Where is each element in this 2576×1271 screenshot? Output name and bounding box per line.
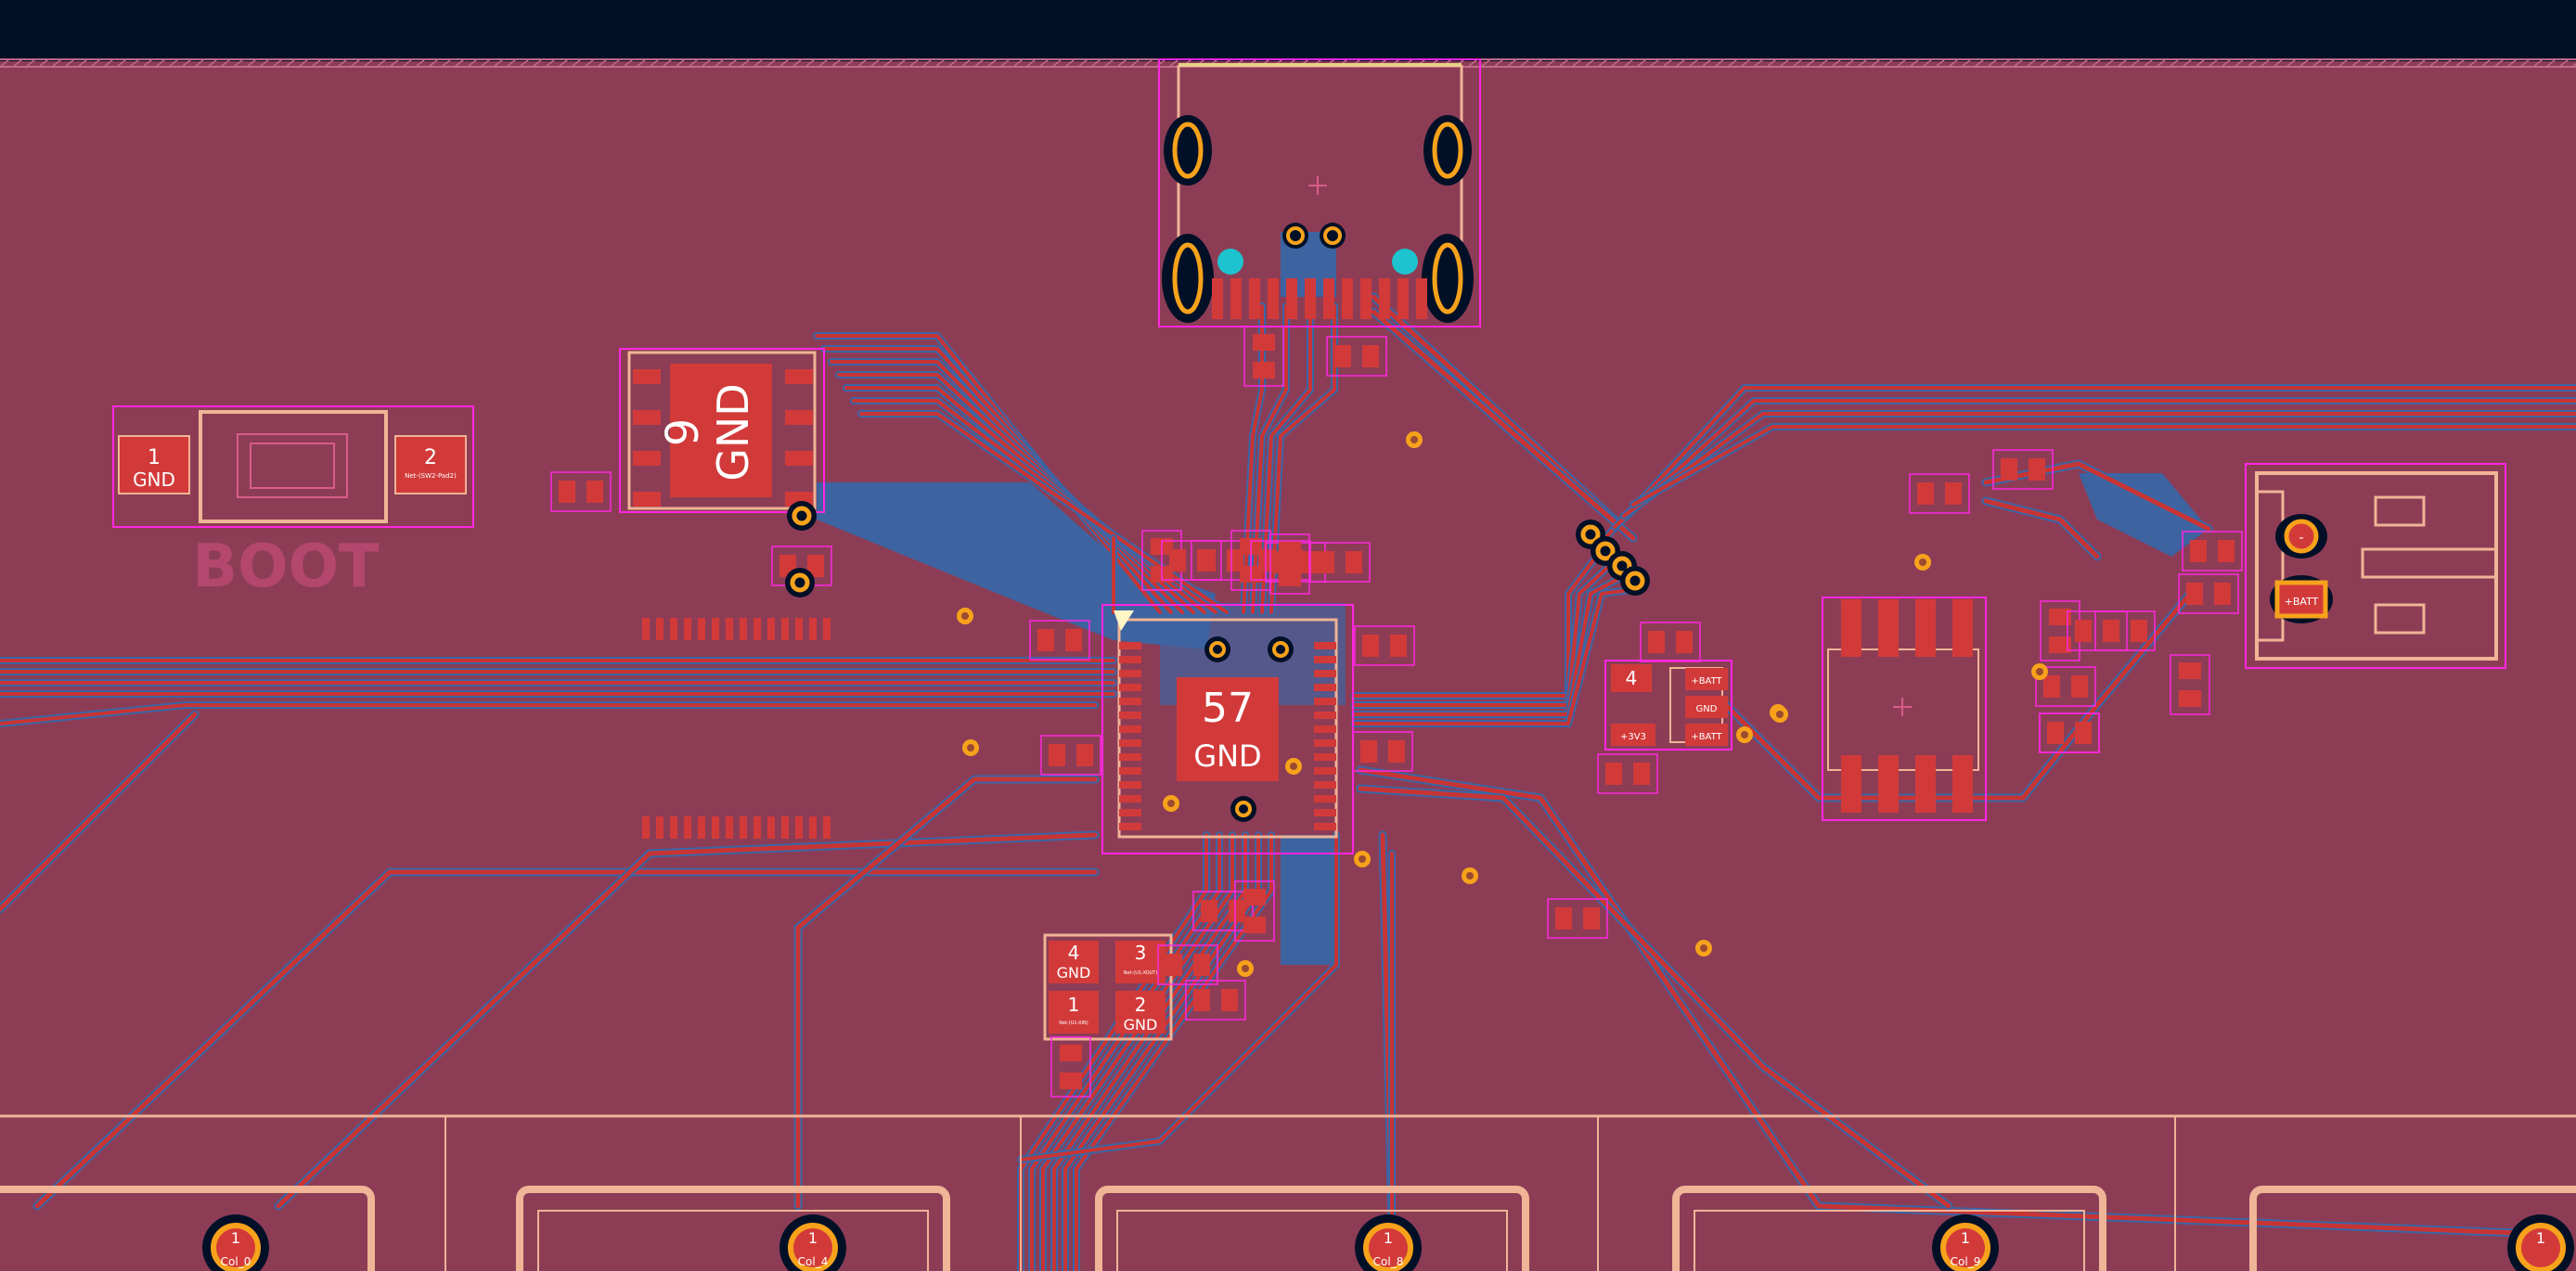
silk-courtyard xyxy=(0,1114,2576,1271)
charger-ic[interactable]: 4 +BATT GND +BATT +3V3 xyxy=(1604,660,1732,751)
usb-alignment-hole-right xyxy=(1392,249,1418,275)
charger-pad-4: 4 xyxy=(1611,664,1652,692)
charger-pad-gnd: GND xyxy=(1685,696,1728,718)
usb-signal-pads xyxy=(1212,223,1427,319)
svg-text:Col_8: Col_8 xyxy=(1373,1255,1404,1268)
keyswitch-pad-right[interactable]: 1 xyxy=(2507,1214,2574,1271)
voltage-regulator[interactable]: 9 GND xyxy=(619,348,825,513)
keyswitch-pad-col4[interactable]: 1 Col_4 xyxy=(779,1214,846,1271)
crystal-oscillator[interactable]: 4 GND 3 Net-(U1-XOUT) 1 Net-(U1-XIN) 2 G… xyxy=(1043,933,1173,1041)
battery-pin-plus: +BATT xyxy=(2270,575,2333,623)
svg-text:GND: GND xyxy=(1057,964,1091,982)
svg-text:+BATT: +BATT xyxy=(2285,596,2319,608)
svg-text:1: 1 xyxy=(2536,1229,2545,1247)
svg-text:Col_4: Col_4 xyxy=(798,1255,829,1268)
battery-pin-minus: - xyxy=(2275,514,2327,558)
boot-pad-2: 2 Net-(SW2-Pad2) xyxy=(394,435,467,494)
svg-text:1: 1 xyxy=(1961,1229,1970,1247)
vias xyxy=(785,431,2048,977)
svg-text:+3V3: +3V3 xyxy=(1620,732,1646,742)
svg-text:1: 1 xyxy=(808,1229,818,1247)
svg-text:3: 3 xyxy=(1135,942,1147,964)
crystal-pad-1: 1 Net-(U1-XIN) xyxy=(1049,991,1099,1033)
mcu-ep-net: GND xyxy=(1193,738,1261,774)
usb-shield-slot-bl xyxy=(1162,234,1214,323)
boot-pad-1-number: 1 xyxy=(148,446,161,469)
boot-silk-label: BOOT xyxy=(192,533,380,601)
svg-text:Net-(U1-XOUT): Net-(U1-XOUT) xyxy=(1124,970,1158,976)
mcu-ep-number: 57 xyxy=(1202,685,1254,732)
mcu-exposed-pad xyxy=(1177,677,1279,781)
charger-pad-3v3: +3V3 xyxy=(1611,724,1655,746)
svg-text:Net-(U1-XIN): Net-(U1-XIN) xyxy=(1059,1021,1088,1026)
svg-text:1: 1 xyxy=(1068,994,1080,1016)
regulator-tab-number: 9 xyxy=(657,418,709,447)
boot-pad-1-net: GND xyxy=(133,469,175,491)
regulator-thermal-pad xyxy=(670,364,772,497)
svg-text:4: 4 xyxy=(1626,667,1638,689)
power-switch-ic[interactable] xyxy=(1822,597,1987,821)
keyswitch-pad-col9[interactable]: 1 Col_9 xyxy=(1932,1214,1999,1271)
svg-text:Col_0: Col_0 xyxy=(221,1255,251,1268)
power-switch-pads xyxy=(1841,599,1973,813)
svg-text:-: - xyxy=(2299,531,2303,546)
usb-alignment-hole-left xyxy=(1217,249,1243,275)
usb-shield-slot-br xyxy=(1422,234,1474,323)
boot-pad-1: 1 GND xyxy=(118,435,190,494)
crystal-pad-3: 3 Net-(U1-XOUT) xyxy=(1115,941,1166,983)
usb-shield-slot-tr xyxy=(1423,115,1472,186)
boot-pad-2-number: 2 xyxy=(424,446,437,469)
svg-text:GND: GND xyxy=(1696,704,1718,714)
regulator-tab-net: GND xyxy=(708,383,758,481)
svg-text:1: 1 xyxy=(231,1229,240,1247)
crystal-pad-2: 2 GND xyxy=(1115,991,1166,1033)
svg-text:+BATT: +BATT xyxy=(1691,676,1722,687)
boot-switch[interactable]: 1 GND 2 Net-(SW2-Pad2) BOOT xyxy=(112,405,474,601)
crystal-pad-4: 4 GND xyxy=(1049,941,1099,983)
mcu-pin1-marker xyxy=(1114,610,1134,631)
charger-pad-batt2: +BATT xyxy=(1685,724,1728,746)
svg-text:1: 1 xyxy=(1384,1229,1393,1247)
svg-text:GND: GND xyxy=(1124,1016,1158,1033)
mcu-pins xyxy=(642,618,1336,839)
usb-c-connector[interactable] xyxy=(1158,58,1481,327)
keyswitch-pad-col0[interactable]: 1 Col_0 xyxy=(202,1214,269,1271)
svg-text:2: 2 xyxy=(1135,994,1147,1016)
svg-text:+BATT: +BATT xyxy=(1691,732,1722,742)
svg-text:Col_9: Col_9 xyxy=(1951,1255,1981,1268)
boot-pad-2-net: Net-(SW2-Pad2) xyxy=(405,472,457,480)
usb-shield-slot-tl xyxy=(1164,115,1212,186)
keyswitch-pad-col8[interactable]: 1 Col_8 xyxy=(1355,1214,1422,1271)
charger-pad-batt1: +BATT xyxy=(1685,668,1728,690)
mcu-chip[interactable]: 57 GND xyxy=(642,604,1354,854)
keyswitch-row: 1 Col_0 1 Col_4 1 Col_8 1 Col_9 1 xyxy=(202,1214,2574,1271)
svg-text:4: 4 xyxy=(1068,942,1080,964)
battery-connector[interactable]: - +BATT xyxy=(2245,463,2506,669)
